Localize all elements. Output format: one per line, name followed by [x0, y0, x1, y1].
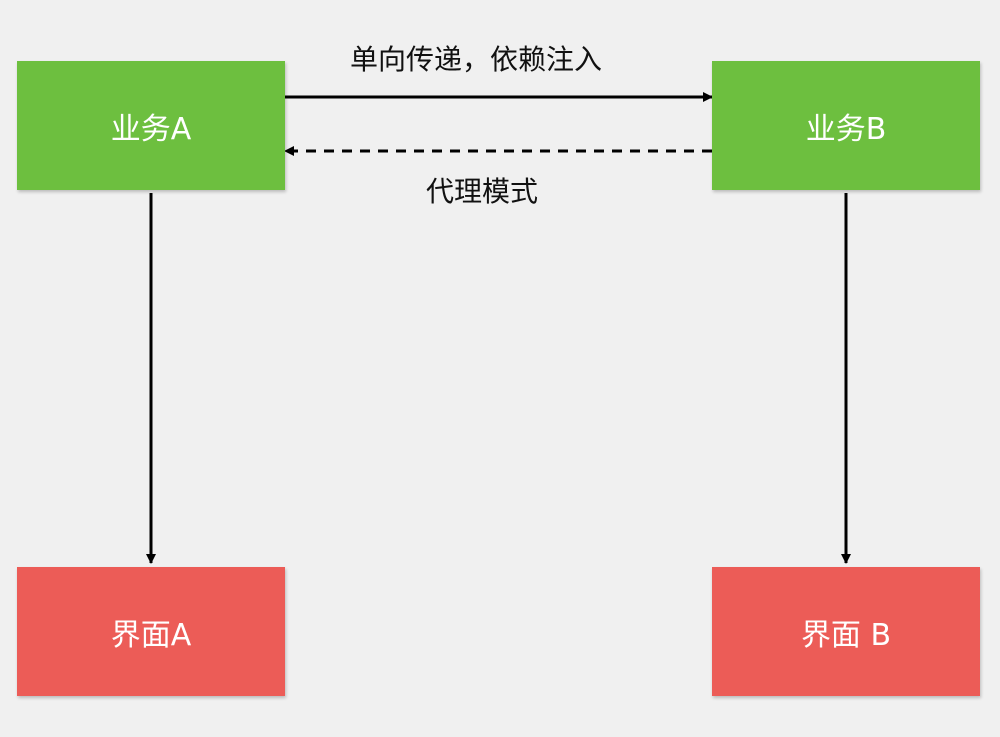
node-business-a-label: 业务A: [110, 111, 192, 147]
node-ui-b-label: 界面 B: [800, 617, 892, 653]
node-ui-b: 界面 B: [712, 567, 980, 696]
edge-label-proxy-pattern: 代理模式: [426, 175, 539, 208]
node-ui-a-label: 界面A: [110, 617, 192, 653]
node-business-a: 业务A: [17, 61, 285, 190]
node-ui-a: 界面A: [17, 567, 285, 696]
edge-label-dependency-injection: 单向传递，依赖注入: [350, 43, 603, 76]
node-business-b: 业务B: [712, 61, 980, 190]
node-business-b-label: 业务B: [805, 111, 887, 147]
